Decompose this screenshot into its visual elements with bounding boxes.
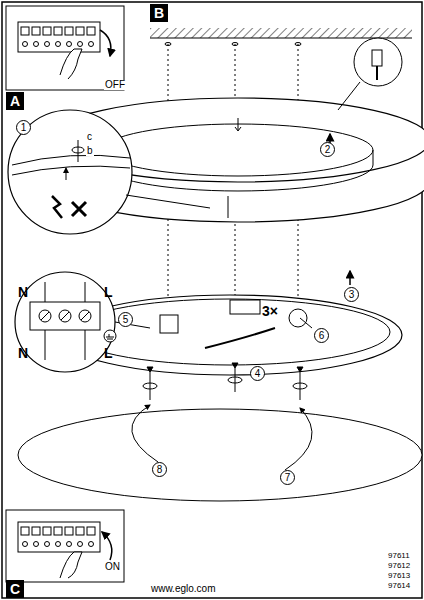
model-number: 97612 <box>388 562 410 570</box>
terminal-label: L <box>104 285 113 299</box>
terminal-label: N <box>18 285 28 299</box>
panel-letter: B <box>150 4 168 22</box>
callout-number: 1 <box>16 120 31 135</box>
switch-state: OFF <box>104 80 126 90</box>
terminal-label: L <box>104 346 113 360</box>
callout-number: 2 <box>320 142 335 157</box>
terminal-label: N <box>18 346 28 360</box>
callout-number: 8 <box>152 462 167 477</box>
model-number: 97611 <box>388 552 410 560</box>
callout-number: 7 <box>280 470 295 485</box>
website: www.eglo.com <box>150 584 216 594</box>
model-number: 97614 <box>388 582 410 590</box>
callout-number: 3 <box>344 287 359 302</box>
model-number: 97613 <box>388 572 410 580</box>
callout-number: 5 <box>118 312 133 327</box>
step-letter: c <box>86 132 93 142</box>
step-letter: b <box>86 146 94 156</box>
callout-number: 6 <box>314 328 329 343</box>
panel-letter: C <box>6 580 24 598</box>
quantity-label: 3× <box>262 304 278 318</box>
switch-state: ON <box>104 562 121 572</box>
callout-number: 4 <box>250 366 265 381</box>
panel-letter: A <box>6 92 24 110</box>
